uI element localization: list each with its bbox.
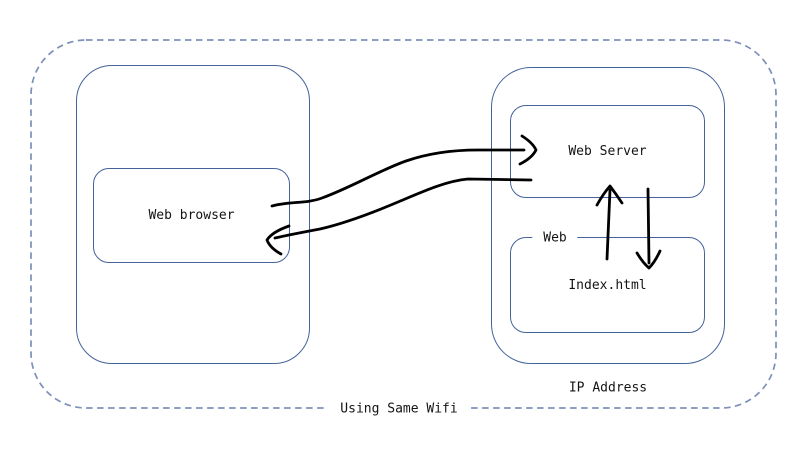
web-frame-label: Web (532, 230, 578, 246)
web-server-label: Web Server (568, 144, 647, 159)
ip-address-caption: IP Address (568, 380, 648, 396)
web-server-node: Web Server (510, 105, 705, 198)
index-html-label: Index.html (568, 277, 647, 293)
web-browser-node: Web browser (93, 168, 290, 263)
dashed-network-border (30, 39, 777, 409)
web-browser-label: Web browser (148, 208, 235, 223)
wifi-caption: Using Same Wifi (327, 401, 471, 417)
index-html-node: Index.html (510, 237, 705, 333)
